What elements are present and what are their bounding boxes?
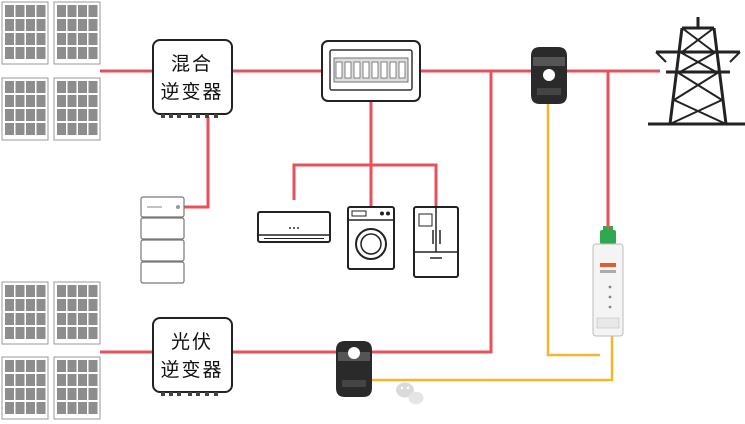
power-line-pv-to-bus [232,71,493,354]
pv-array-bottom [1,281,101,420]
solar-panel-icon [1,356,49,420]
pv-inverter: 光伏 逆变器 [152,317,233,396]
pv-inverter-label-line2: 逆变器 [160,359,223,381]
current-transformer-icon [336,341,372,397]
solar-panel-icon [53,356,101,420]
pv-array-top [1,1,101,141]
signal-lines [370,104,614,382]
distribution-box-icon [321,40,421,102]
solar-panel-icon [1,77,49,141]
hybrid-inverter-label-line1: 混合 [171,53,213,75]
solar-panel-icon [53,281,101,345]
hybrid-inverter-label-line2: 逆变器 [160,81,223,103]
solar-panel-icon [53,77,101,141]
current-transformer-icon [531,47,567,104]
battery-stack-icon [140,196,185,284]
washing-machine-icon [347,206,395,270]
refrigerator-icon [413,206,459,278]
hybrid-inverter: 混合 逆变器 [152,39,233,118]
solar-panel-icon [1,281,49,345]
power-line-loads [292,163,438,207]
din-rail-meter-icon [592,226,624,337]
solar-panel-icon [53,1,101,65]
power-line-battery [184,117,210,209]
signal-line-bottom-ct [370,336,614,382]
signal-line-top-ct [546,104,600,357]
wechat-logo-icon [396,382,424,405]
solar-panel-icon [1,1,49,65]
air-conditioner-icon [257,211,331,243]
pv-inverter-label-line1: 光伏 [171,331,213,353]
transmission-tower-icon [648,17,745,126]
